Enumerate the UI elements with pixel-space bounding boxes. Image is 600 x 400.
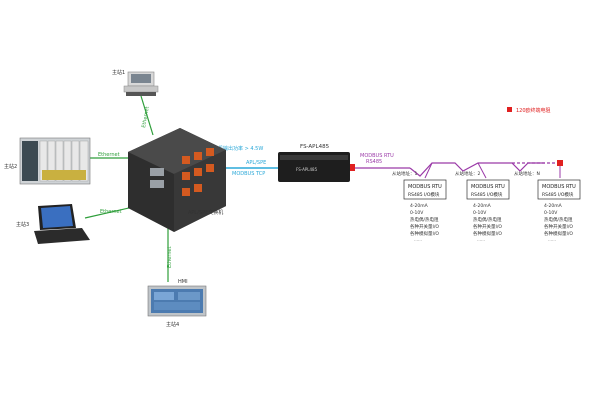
slaven-io-1: 4-20mA xyxy=(544,203,563,209)
slaven-io-4: 各种开关量I/O xyxy=(544,223,573,230)
slave1-protocol: MODBUS RTU xyxy=(408,184,442,190)
slave1-io-1: 4-20mA xyxy=(410,203,429,209)
slave2-io-1: 4-20mA xyxy=(473,203,492,209)
slave1-more: …… xyxy=(414,237,422,242)
slave2-more: …… xyxy=(477,237,485,242)
converter-title: FS-APL485 xyxy=(300,144,330,150)
rs485-bus-1 xyxy=(409,162,545,177)
modbus-rtu-label: MODBUS RTU xyxy=(360,153,394,159)
slave1-io-2: 0-10V xyxy=(410,210,424,216)
slaven-module: RS485 I/O模块 xyxy=(542,191,574,198)
slave2-box xyxy=(466,179,510,200)
switch-label: APL/SPE交换机 xyxy=(188,209,223,216)
slave2-module: RS485 I/O模块 xyxy=(471,191,503,198)
rs485-label: RS485 xyxy=(366,159,382,165)
terminator-legend-swatch xyxy=(507,107,512,112)
ethernet-label-left1: Ethernet xyxy=(98,152,120,158)
slaven-more: …… xyxy=(548,237,556,242)
rs485-drop-2 xyxy=(477,162,487,179)
slave1-box xyxy=(403,179,447,200)
station1-label: 主站1 xyxy=(112,69,125,76)
ethernet-label-left2: Ethernet xyxy=(100,209,122,215)
slave2-address: 从站地址：2 xyxy=(455,170,480,177)
terminator-right xyxy=(557,160,563,166)
power-label: 交换机输出功率 > 4.5W xyxy=(208,145,263,152)
slave2-io-4: 各种开关量I/O xyxy=(473,223,502,230)
station3-label: 主站3 xyxy=(16,221,29,228)
apl-spe-label: APL/SPE xyxy=(246,160,266,166)
hmi-panel xyxy=(147,285,207,317)
fs-apl485-converter xyxy=(278,152,350,182)
slaven-io-5: 各种模拟量I/O xyxy=(544,230,573,237)
apl-spe-switch xyxy=(128,128,226,232)
terminator-legend-text: 120欧终端电阻 xyxy=(516,107,551,114)
slaven-box xyxy=(537,179,581,200)
modbus-tcp-label: MODBUS TCP xyxy=(232,171,265,177)
converter-body-label: FS-APL485 xyxy=(296,167,318,172)
slave1-io-4: 各种开关量I/O xyxy=(410,223,439,230)
station2-plc xyxy=(19,137,91,185)
station4-label: 主站4 xyxy=(166,321,179,328)
slaven-address: 从站地址：N xyxy=(514,170,540,177)
slaven-io-2: 0-10V xyxy=(544,210,558,216)
ethernet-label-bottom: Ethernet xyxy=(167,246,173,268)
rs485-drop-1 xyxy=(424,162,433,179)
station1-computer xyxy=(123,71,159,96)
ethernet-label-top: Ethernet xyxy=(141,106,151,128)
slave2-io-3: 热电偶/热电阻 xyxy=(473,216,502,223)
station2-label: 主站2 xyxy=(4,163,17,170)
slave1-address: 从站地址：1 xyxy=(392,170,417,177)
slaven-protocol: MODBUS RTU xyxy=(542,184,576,190)
slave2-io-2: 0-10V xyxy=(473,210,487,216)
terminator-left xyxy=(349,164,355,171)
slave1-io-5: 各种模拟量I/O xyxy=(410,230,439,237)
slave1-io-3: 热电偶/热电阻 xyxy=(410,216,439,223)
slave1-module: RS485 I/O模块 xyxy=(408,191,440,198)
ethernet-line-top xyxy=(140,95,154,136)
station3-laptop xyxy=(34,204,90,244)
hmi-label: HMI xyxy=(178,279,188,285)
slave2-io-5: 各种模拟量I/O xyxy=(473,230,502,237)
slave2-protocol: MODBUS RTU xyxy=(471,184,505,190)
slaven-io-3: 热电偶/热电阻 xyxy=(544,216,573,223)
